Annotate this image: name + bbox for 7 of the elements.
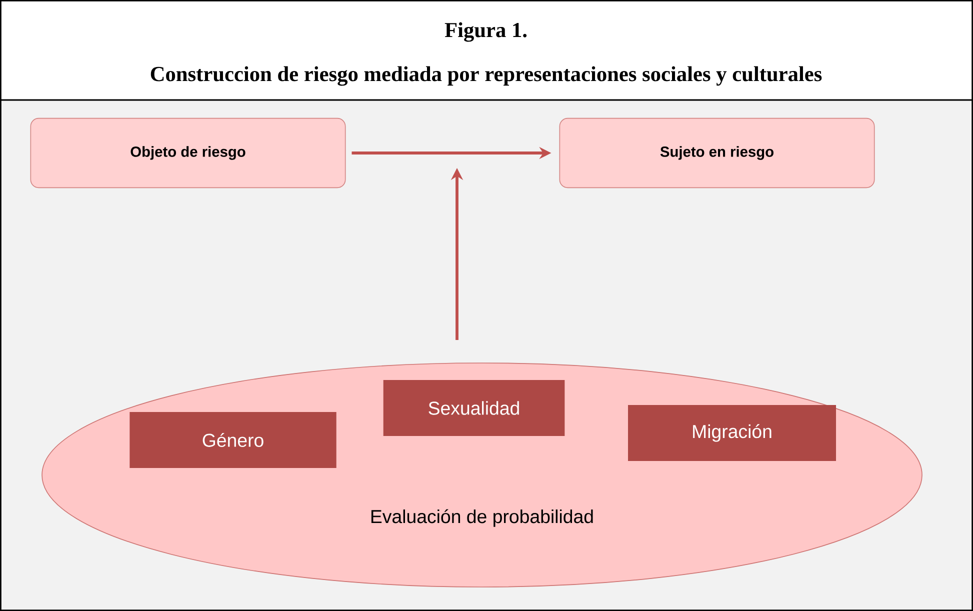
subtitle: Construccion de riesgo mediada por representaciones sociales y culturales: [150, 66, 822, 86]
factor-box: Género: [130, 412, 336, 468]
process-box: Objeto de riesgo: [30, 118, 346, 188]
title: Figura 1.: [444, 22, 527, 42]
process-box: Sujeto en riesgo: [559, 118, 875, 188]
factor-box: Migración: [628, 405, 836, 461]
factor-box: Sexualidad: [383, 380, 565, 436]
